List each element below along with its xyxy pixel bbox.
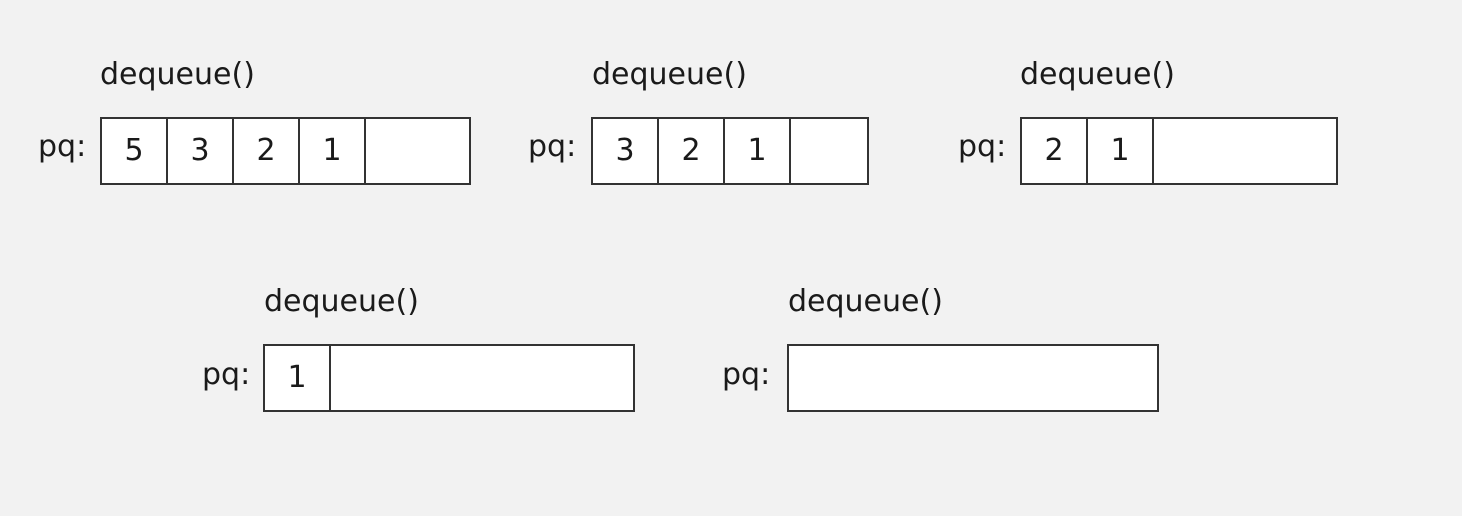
operation-label: dequeue() <box>592 57 747 92</box>
queue-array: 3 2 1 <box>591 117 869 185</box>
operation-label: dequeue() <box>100 57 255 92</box>
queue-empty-slot <box>331 346 633 410</box>
queue-cell: 1 <box>265 346 331 410</box>
queue-empty-slot <box>789 346 1157 410</box>
queue-empty-slot <box>1154 119 1336 183</box>
operation-label: dequeue() <box>264 284 419 319</box>
queue-name-label: pq: <box>38 129 87 164</box>
queue-name-label: pq: <box>528 129 577 164</box>
queue-cell: 1 <box>1088 119 1154 183</box>
queue-empty-slot <box>366 119 469 183</box>
queue-array: 2 1 <box>1020 117 1338 185</box>
queue-cell: 2 <box>659 119 725 183</box>
queue-array: 5 3 2 1 <box>100 117 471 185</box>
queue-array: 1 <box>263 344 635 412</box>
operation-label: dequeue() <box>788 284 943 319</box>
queue-name-label: pq: <box>202 357 251 392</box>
queue-array <box>787 344 1159 412</box>
queue-empty-slot <box>791 119 867 183</box>
queue-cell: 1 <box>725 119 791 183</box>
queue-cell: 3 <box>168 119 234 183</box>
queue-name-label: pq: <box>958 129 1007 164</box>
queue-cell: 2 <box>234 119 300 183</box>
queue-cell: 3 <box>593 119 659 183</box>
queue-cell: 1 <box>300 119 366 183</box>
queue-cell: 5 <box>102 119 168 183</box>
operation-label: dequeue() <box>1020 57 1175 92</box>
queue-name-label: pq: <box>722 357 771 392</box>
queue-cell: 2 <box>1022 119 1088 183</box>
